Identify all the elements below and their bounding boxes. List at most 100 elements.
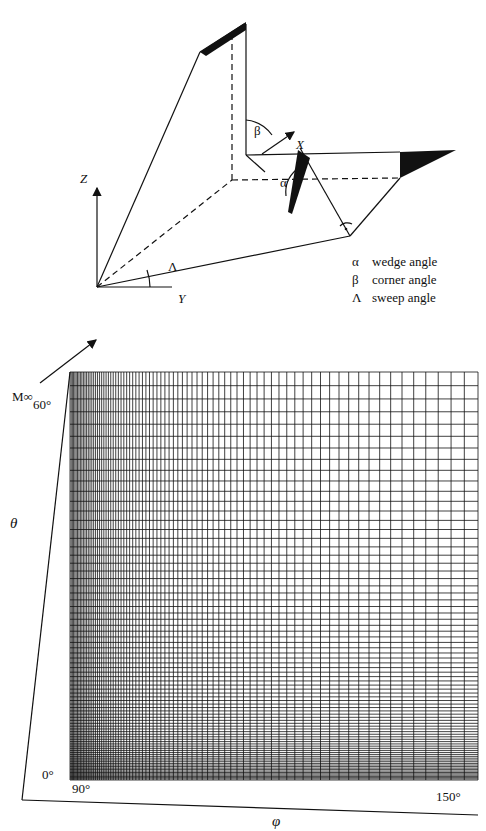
legend-text: corner angle: [372, 273, 437, 287]
grid-line: [70, 773, 478, 774]
grid-line: [139, 372, 140, 780]
grid-line: [70, 717, 478, 718]
grid-line: [478, 372, 479, 780]
grid-line: [70, 652, 478, 653]
grid-line: [402, 372, 403, 780]
grid-line: [294, 372, 295, 780]
grid-line: [70, 765, 478, 766]
grid-line: [71, 372, 72, 780]
grid-line: [70, 585, 478, 586]
grid-line: [90, 372, 91, 780]
grid-line: [129, 372, 130, 780]
grid-line: [70, 772, 478, 773]
grid-line: [70, 761, 478, 762]
grid-line: [243, 372, 244, 780]
grid-line: [425, 372, 426, 780]
grid-line: [70, 606, 478, 607]
grid-line: [70, 411, 478, 412]
grid-line: [132, 372, 133, 780]
legend-text: wedge angle: [372, 255, 437, 269]
grid-line: [70, 658, 478, 659]
grid-line: [95, 372, 96, 780]
grid-line: [70, 771, 478, 772]
tick-label: 60°: [33, 398, 51, 412]
grid-line: [126, 372, 127, 780]
grid-line: [70, 625, 478, 626]
grid-line: [358, 372, 359, 780]
grid-line: [70, 746, 478, 747]
grid-line: [207, 372, 208, 780]
grid-line: [70, 734, 478, 735]
grid-line: [173, 372, 174, 780]
grid-line: [91, 372, 92, 780]
axis-label: Y: [178, 292, 185, 306]
grid-line: [257, 372, 258, 780]
grid-line: [413, 372, 414, 780]
grid-line: [70, 758, 478, 759]
grid-line: [70, 511, 478, 512]
grid-line: [70, 689, 478, 690]
grid-line: [70, 501, 478, 502]
grid-line: [70, 662, 478, 663]
mach-label: M∞: [12, 390, 33, 404]
grid-line: [70, 459, 478, 460]
grid-line: [108, 372, 109, 780]
grid-line: [70, 372, 71, 780]
grid-line: [303, 372, 304, 780]
grid-line: [70, 763, 478, 764]
grid-line: [70, 529, 478, 530]
grid-line: [70, 636, 478, 637]
grid-line: [70, 775, 478, 776]
grid-line: [70, 743, 478, 744]
grid-line: [106, 372, 107, 780]
grid-line: [113, 372, 114, 780]
grid-line: [237, 372, 238, 780]
grid-line: [70, 619, 478, 620]
grid-line: [70, 714, 478, 715]
grid-line: [218, 372, 219, 780]
grid-line: [101, 372, 102, 780]
grid-line: [88, 372, 89, 780]
grid-line: [339, 372, 340, 780]
grid-line: [70, 752, 478, 753]
grid-line: [70, 642, 478, 643]
grid-line: [230, 372, 231, 780]
grid-line: [390, 372, 391, 780]
grid-line: [286, 372, 287, 780]
legend-symbol: Λ: [352, 291, 361, 305]
angle-label: α: [280, 176, 287, 190]
grid-line: [70, 676, 478, 677]
grid-line: [123, 372, 124, 780]
grid-line: [70, 555, 478, 556]
grid-line: [329, 372, 330, 780]
grid-line: [70, 748, 478, 749]
grid-line: [70, 731, 478, 732]
grid-line: [70, 372, 478, 373]
grid-line: [70, 470, 478, 471]
grid-line: [83, 372, 84, 780]
grid-line: [311, 372, 312, 780]
grid-line: [70, 780, 478, 781]
axis-label: X: [296, 138, 304, 152]
grid-line: [70, 631, 478, 632]
grid-line: [70, 726, 478, 727]
grid-line: [70, 710, 478, 711]
grid-line: [70, 776, 478, 777]
grid-line: [70, 720, 478, 721]
grid-line: [70, 754, 478, 755]
grid-line: [70, 750, 478, 751]
angle-label: Λ: [168, 260, 177, 274]
angle-label: β: [254, 124, 261, 138]
grid-line: [192, 372, 193, 780]
grid-line: [369, 372, 370, 780]
grid-line: [70, 599, 478, 600]
axis-label: θ: [10, 515, 17, 532]
grid-line: [224, 372, 225, 780]
grid-line: [70, 756, 478, 757]
grid-line: [264, 372, 265, 780]
grid-line: [103, 372, 104, 780]
grid-line: [121, 372, 122, 780]
grid-line: [70, 672, 478, 673]
grid-line: [70, 759, 478, 760]
